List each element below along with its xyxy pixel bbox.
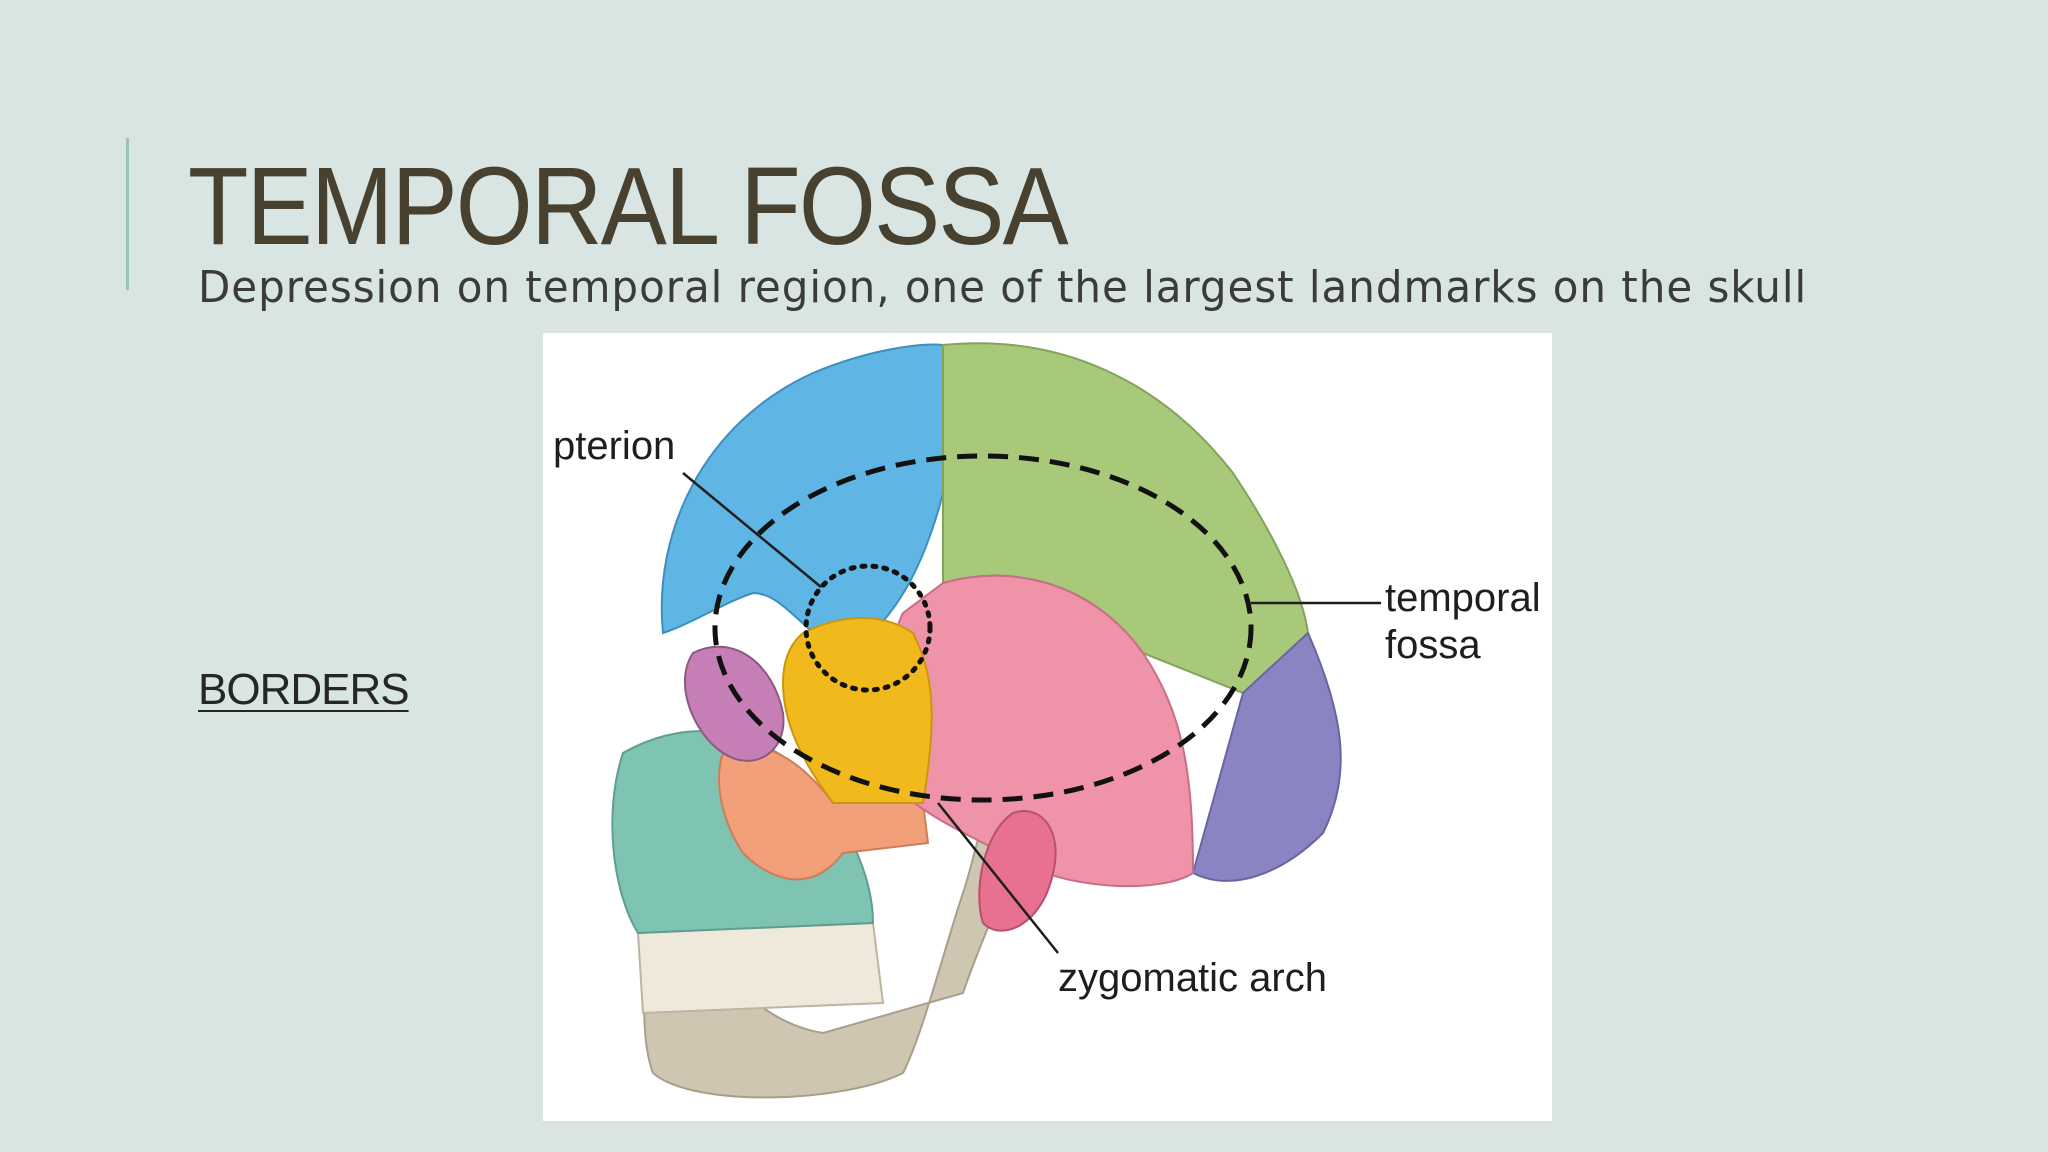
skull-figure: pterion temporal fossa zygomatic arch: [543, 333, 1552, 1121]
label-zygomatic-arch: zygomatic arch: [1058, 956, 1327, 1000]
skull-illustration: [611, 342, 1381, 1099]
teeth: [636, 921, 885, 1015]
orbit: [684, 645, 785, 762]
mastoid-process: [978, 810, 1057, 932]
borders-heading: BORDERS: [198, 665, 410, 714]
zygomatic-bone: [718, 745, 930, 881]
slide-subtitle: Depression on temporal region, one of th…: [198, 262, 1808, 313]
frontal-bone: [660, 343, 950, 655]
mandible: [643, 788, 1035, 1099]
occipital-bone: [1191, 631, 1342, 882]
temporal-fossa-outline: [712, 453, 1254, 803]
label-pterion: pterion: [553, 424, 676, 468]
pterion-marker: [803, 563, 933, 693]
zygomatic-arch-leader: [937, 802, 1059, 954]
pterion-leader: [682, 472, 822, 588]
title-accent-bar: [126, 138, 129, 290]
label-temporal-fossa: temporal fossa: [1385, 576, 1541, 667]
slide-title: TEMPORAL FOSSA: [188, 145, 1069, 268]
